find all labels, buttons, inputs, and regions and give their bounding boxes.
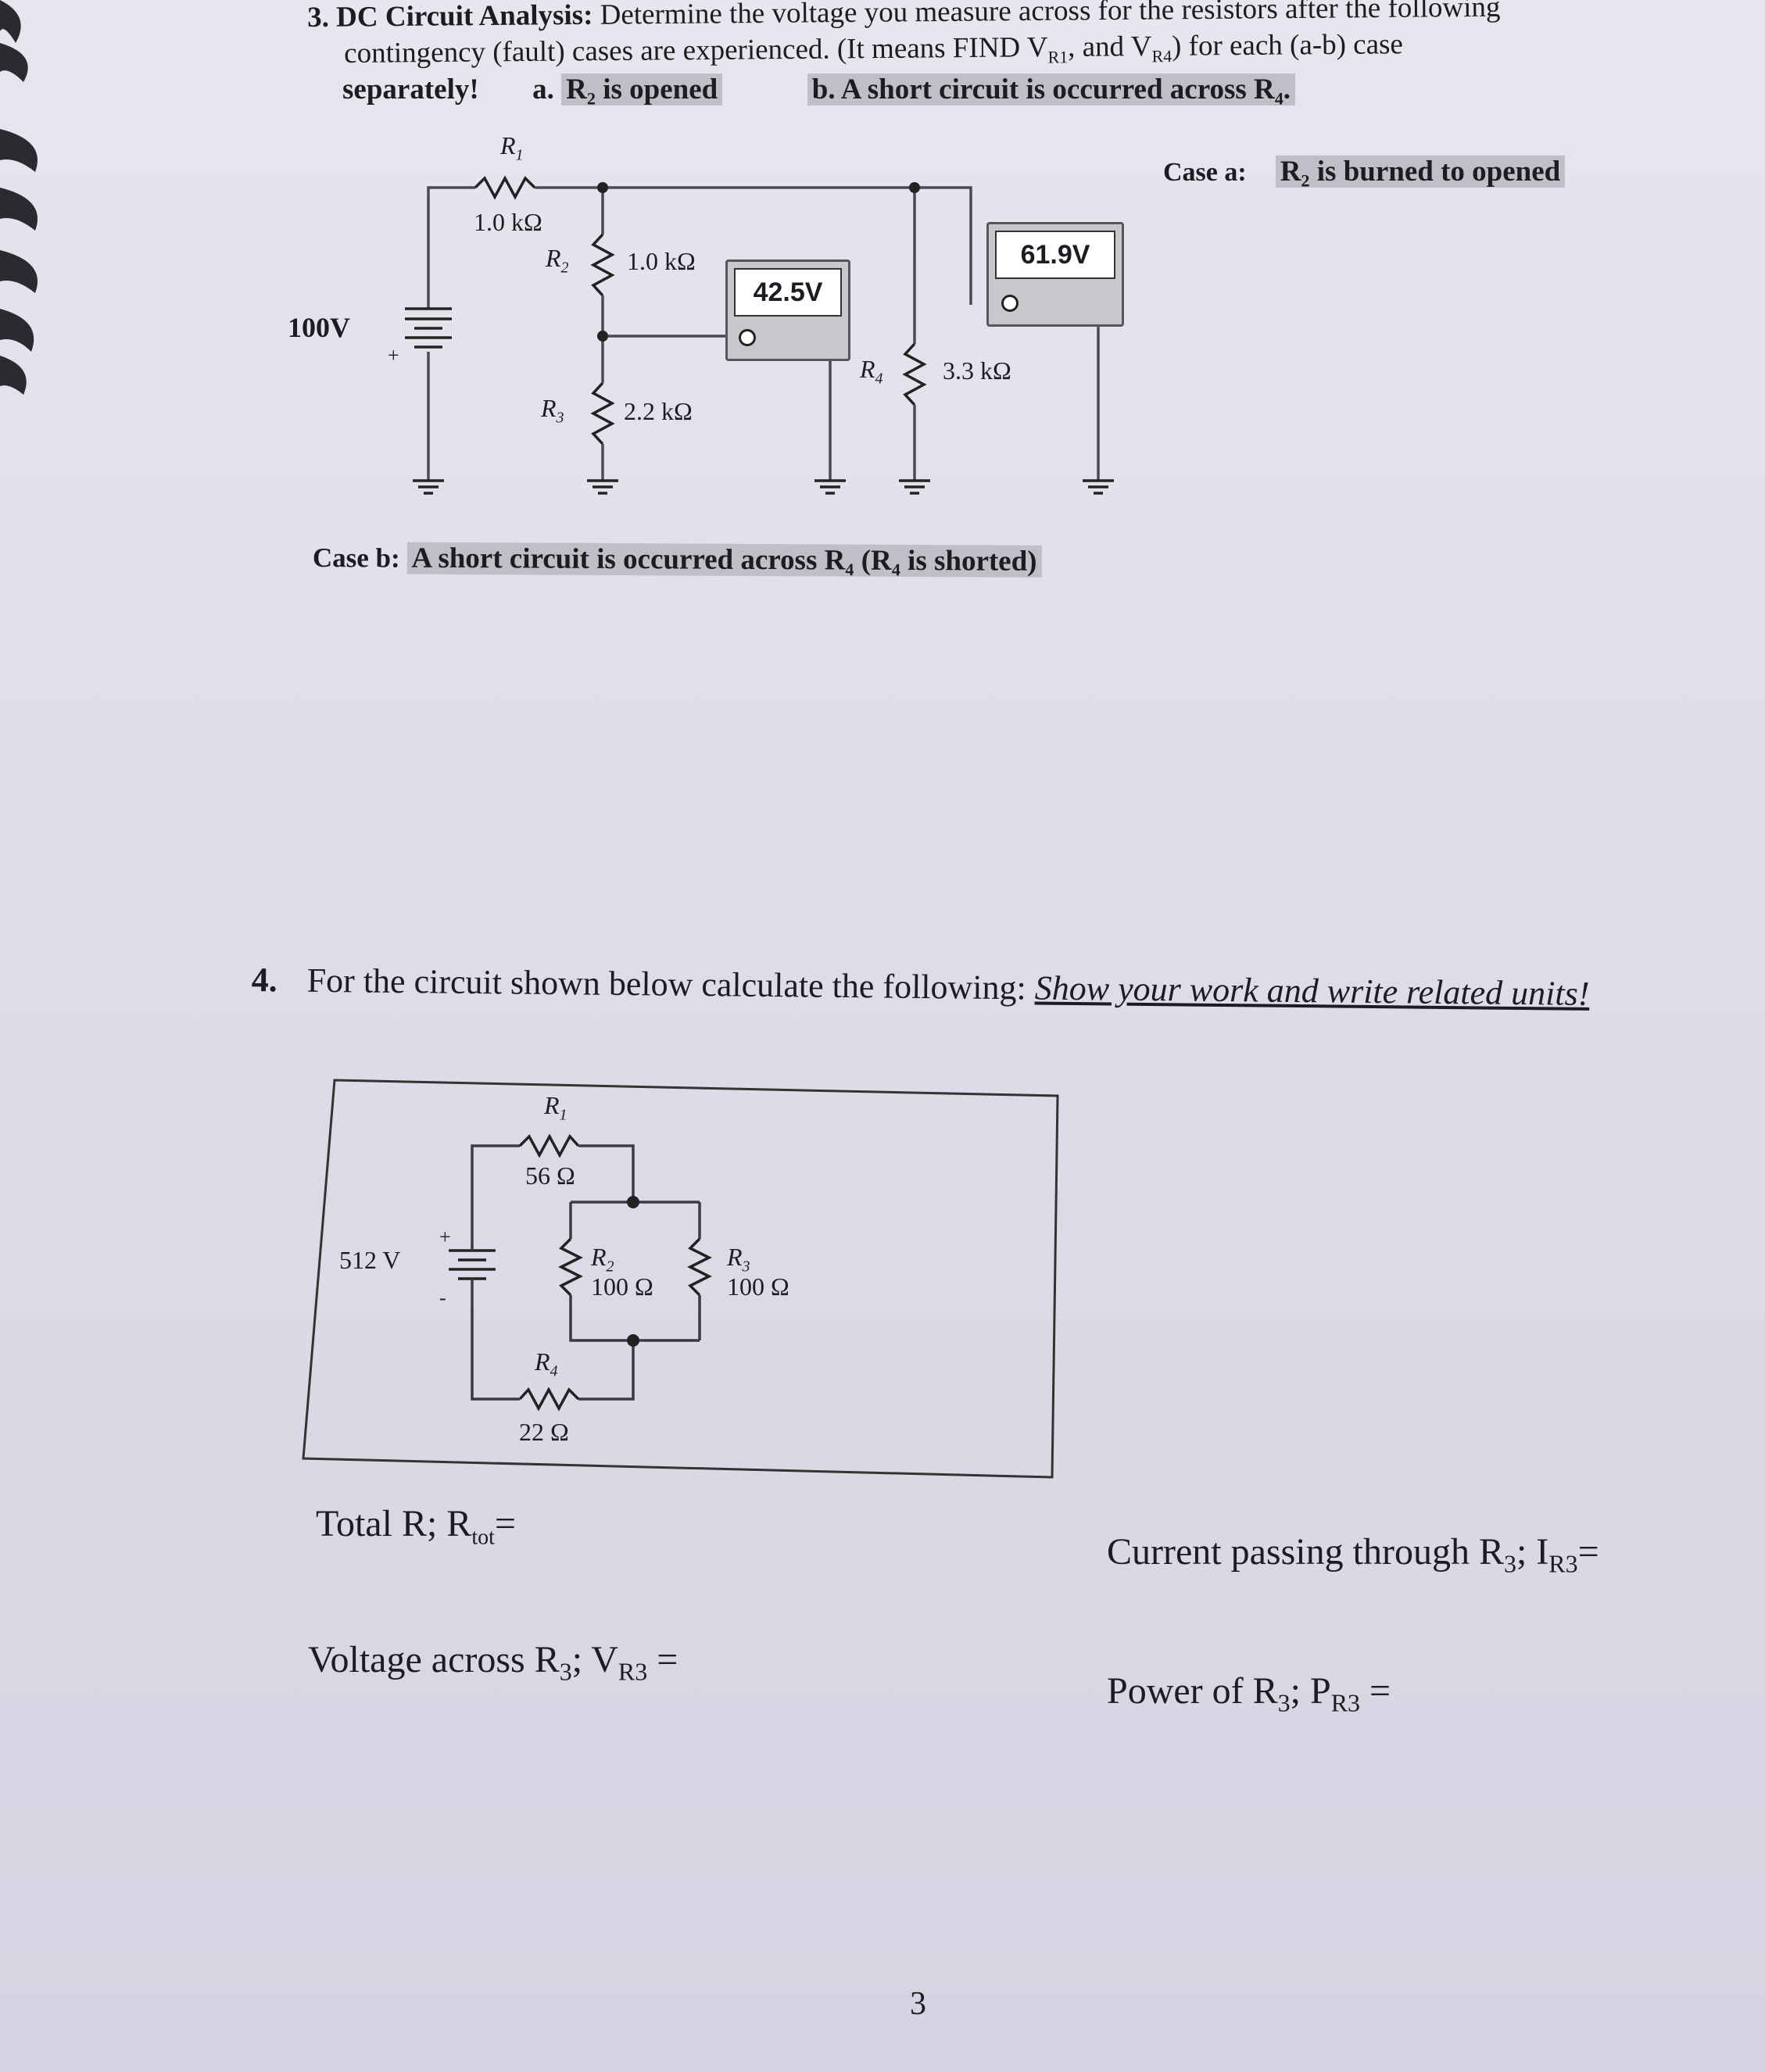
case-a-note: Case a: R₂ is burned to opened: [1163, 155, 1566, 188]
case-a-label: Case a:: [1163, 158, 1247, 187]
q3-case-a-letter: a.: [532, 73, 554, 106]
circuit4-r4-value: 22 Ω: [519, 1418, 569, 1446]
circuit3-r4-label: R4: [860, 355, 883, 388]
circuit4-minus-sign: -: [439, 1287, 446, 1309]
vr3-prompt: Voltage across R3; VR3 =: [308, 1639, 678, 1686]
voltmeter-2: 61.9V: [986, 222, 1124, 327]
q3-line3: separately! a. R₂ is opened b. A short c…: [342, 72, 1296, 108]
circuit3-source-label: 100V: [288, 312, 350, 343]
ir3-prompt: Current passing through R3; IR3=: [1107, 1531, 1599, 1578]
circuit3-r4-value: 3.3 kΩ: [943, 356, 1011, 385]
pr3-prompt: Power of R3; PR3 =: [1107, 1670, 1391, 1717]
circuit4-r3-value: 100 Ω: [727, 1272, 789, 1301]
spiral-binding: [0, 0, 38, 395]
circuit3-r2-value: 1.0 kΩ: [627, 247, 696, 275]
rtot-prompt: Total R; Rtot=: [316, 1503, 516, 1550]
circuit4-r3-label: R3: [727, 1243, 750, 1276]
voltmeter-1-neg-terminal: [739, 329, 756, 346]
circuit3-r3-value: 2.2 kΩ: [624, 397, 693, 425]
q3-separately: separately!: [342, 73, 479, 106]
circuit4-plus-sign: +: [439, 1226, 451, 1248]
circuit4-r2-value: 100 Ω: [591, 1272, 653, 1301]
circuit4-r1-label: R1: [544, 1091, 567, 1124]
voltmeter-1-reading: 42.5V: [734, 268, 842, 317]
voltmeter-2-neg-terminal: [1001, 295, 1019, 312]
circuit3-plus-sign: +: [388, 344, 399, 367]
circuit4-r1-value: 56 Ω: [525, 1161, 575, 1190]
circuit3-r3-label: R3: [541, 394, 564, 427]
q3-case-a-text: R₂ is opened: [561, 73, 723, 106]
circuit3-r2-label: R2: [546, 244, 569, 277]
circuit3-r1-value: 1.0 kΩ: [474, 208, 542, 236]
circuit4-r4-label: R4: [535, 1347, 558, 1380]
case-a-text: R₂ is burned to opened: [1275, 156, 1566, 188]
circuit4-source-label: 512 V: [339, 1246, 401, 1274]
voltmeter-1: 42.5V: [725, 259, 850, 361]
circuit4-r2-label: R2: [591, 1243, 614, 1276]
q3-case-b-text: b. A short circuit is occurred across R₄…: [807, 73, 1296, 106]
circuit3-r1-label: R1: [500, 131, 524, 164]
page-number: 3: [910, 1986, 926, 2022]
voltmeter-2-reading: 61.9V: [995, 231, 1115, 279]
